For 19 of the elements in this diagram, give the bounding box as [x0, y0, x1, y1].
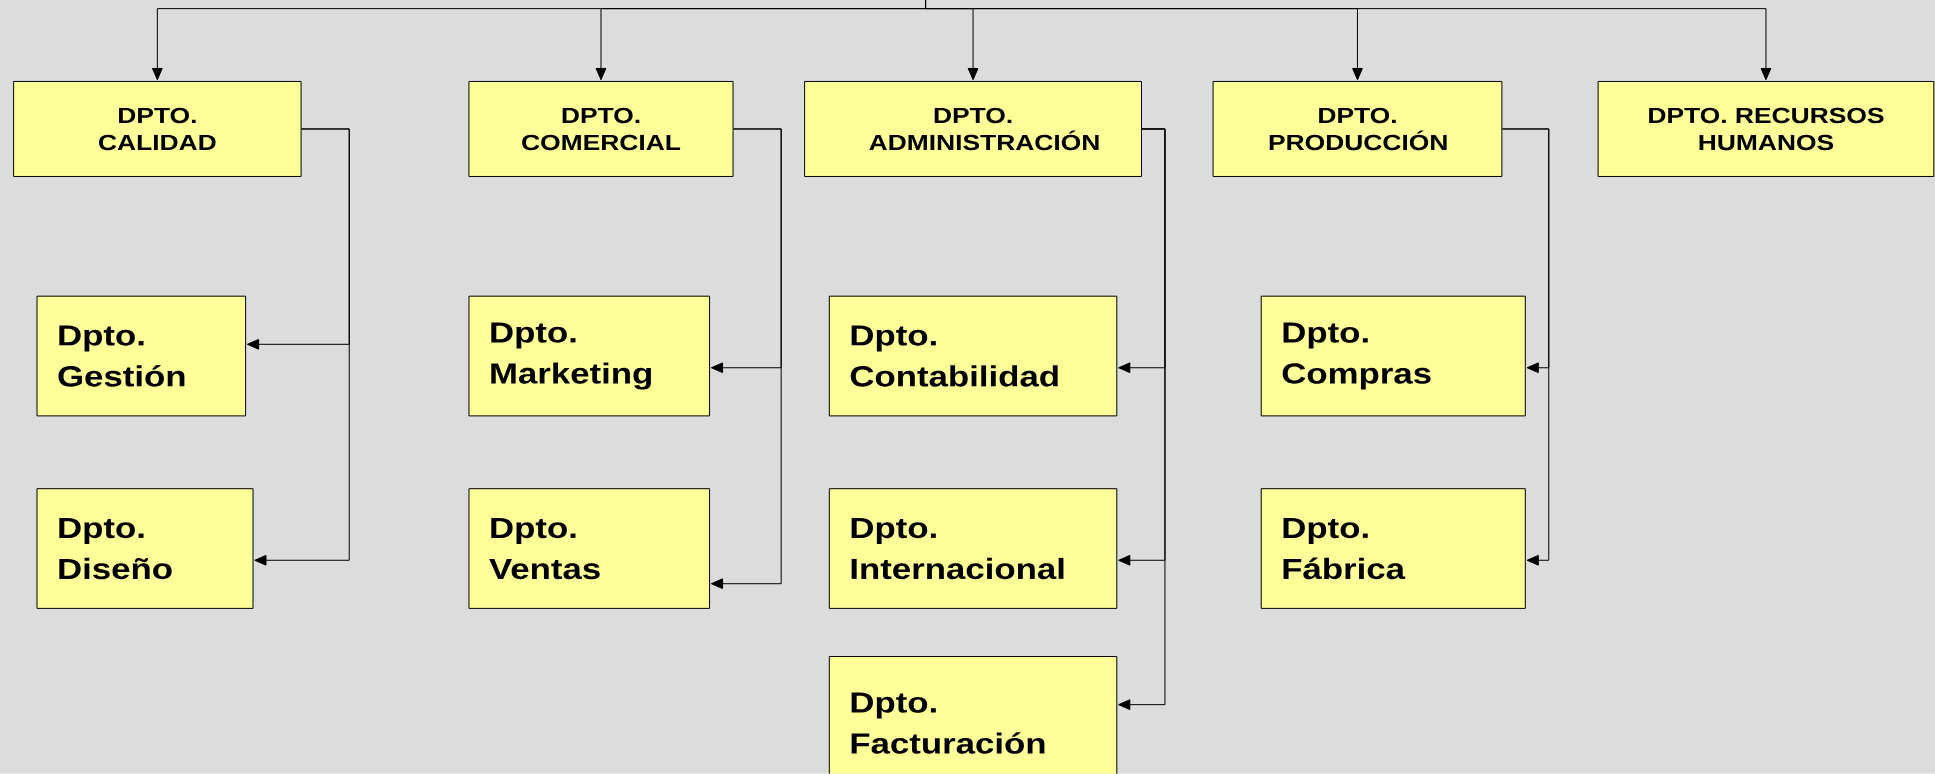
- sub-department-box: Dpto. Ventas: [468, 488, 711, 609]
- department-box: DPTO. COMERCIAL: [468, 81, 734, 178]
- sub-department-box: Dpto. Internacional: [828, 488, 1118, 609]
- department-box: DPTO. RECURSOS HUMANOS: [1597, 81, 1935, 178]
- sub-department-box: Dpto. Marketing: [468, 295, 711, 417]
- arrow: [1501, 128, 1550, 566]
- sub-department-box: Dpto. Fábrica: [1260, 488, 1526, 609]
- arrow: [710, 128, 782, 590]
- sub-department-box: Dpto. Facturación: [828, 656, 1118, 774]
- sub-department-box: Dpto. Compras: [1260, 295, 1526, 417]
- arrow: [925, 0, 1772, 81]
- sub-department-box: Dpto. Diseño: [36, 488, 254, 609]
- department-box: DPTO. CALIDAD: [13, 81, 302, 178]
- sub-department-box: Dpto. Contabilidad: [828, 295, 1118, 417]
- arrow: [1118, 128, 1166, 711]
- department-box: DPTO. ADMINISTRACIÓN: [804, 81, 1142, 178]
- sub-department-box: Dpto. Gestión: [36, 295, 247, 417]
- arrow: [254, 128, 350, 566]
- department-box: DPTO. PRODUCCIÓN: [1212, 81, 1503, 178]
